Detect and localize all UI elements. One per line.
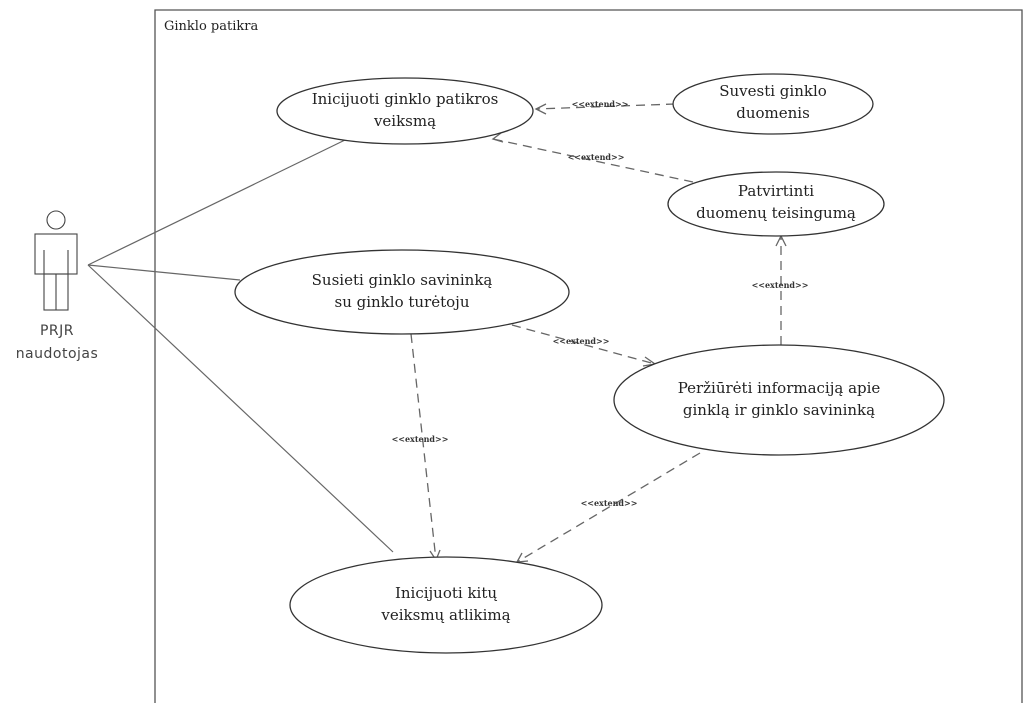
use-case-initiate-other[interactable]: Inicijuoti kitų veiksmų atlikimą	[289, 556, 603, 654]
association-initiate-check	[87, 139, 346, 266]
association-link-owner	[87, 264, 241, 281]
boundary-title: Ginklo patikra	[164, 19, 258, 34]
actor-name-line2: naudotojas	[16, 346, 99, 362]
extend-arrow-confirm-data	[491, 132, 504, 143]
use-case-initiate-check[interactable]: Inicijuoti ginklo patikros veiksmą	[276, 77, 534, 145]
use-case-label: Peržiūrėti informaciją apie	[678, 379, 881, 397]
extend-line-confirm-data	[492, 138, 694, 183]
use-case-confirm-data[interactable]: Patvirtinti duomenų teisingumą	[667, 171, 885, 237]
extend-label-enter-data: <<extend>>	[572, 99, 629, 109]
actor-figure[interactable]: PRJR naudotojas	[16, 210, 99, 362]
use-case-link-owner[interactable]: Susieti ginklo savininką su ginklo turėt…	[234, 249, 570, 335]
extend-line-view-info-other	[516, 452, 701, 563]
actor-torso	[34, 233, 78, 275]
extend-relations: <<extend>> <<extend>> <<extend>> <<exten…	[392, 99, 809, 563]
extend-line-link-owner-other	[410, 333, 437, 561]
actor-name-line1: PRJR	[40, 323, 74, 339]
use-case-label: Inicijuoti kitų	[395, 584, 497, 602]
use-case-label: veiksmą	[373, 112, 436, 130]
extend-arrow-enter-data	[534, 103, 547, 115]
extend-label-view-info: <<extend>>	[752, 280, 809, 290]
use-case-label: Inicijuoti ginklo patikros	[312, 90, 499, 108]
use-case-label: Susieti ginklo savininką	[312, 271, 493, 289]
use-case-label: veiksmų atlikimą	[380, 606, 510, 624]
extend-label-link-owner-other: <<extend>>	[392, 434, 449, 444]
extend-line-enter-data	[535, 103, 676, 110]
actor-head	[46, 210, 66, 230]
use-case-label: duomenis	[736, 104, 810, 122]
use-case-label: su ginklo turėtoju	[335, 293, 470, 311]
use-case-label: Suvesti ginklo	[719, 82, 827, 100]
actor-associations	[87, 139, 394, 553]
extend-label-confirm-data: <<extend>>	[568, 152, 625, 162]
association-initiate-other	[87, 264, 394, 553]
extend-line-link-owner	[511, 324, 656, 365]
use-case-label: Patvirtinti	[738, 182, 814, 200]
extend-label-link-owner: <<extend>>	[553, 336, 610, 346]
use-case-view-info[interactable]: Peržiūrėti informaciją apie ginklą ir gi…	[613, 344, 945, 456]
extend-label-view-info-other: <<extend>>	[581, 498, 638, 508]
use-case-label: ginklą ir ginklo savininką	[683, 401, 875, 419]
use-case-label: duomenų teisingumą	[696, 204, 856, 222]
use-case-enter-data[interactable]: Suvesti ginklo duomenis	[672, 73, 874, 135]
system-boundary: Ginklo patikra	[154, 9, 1023, 703]
